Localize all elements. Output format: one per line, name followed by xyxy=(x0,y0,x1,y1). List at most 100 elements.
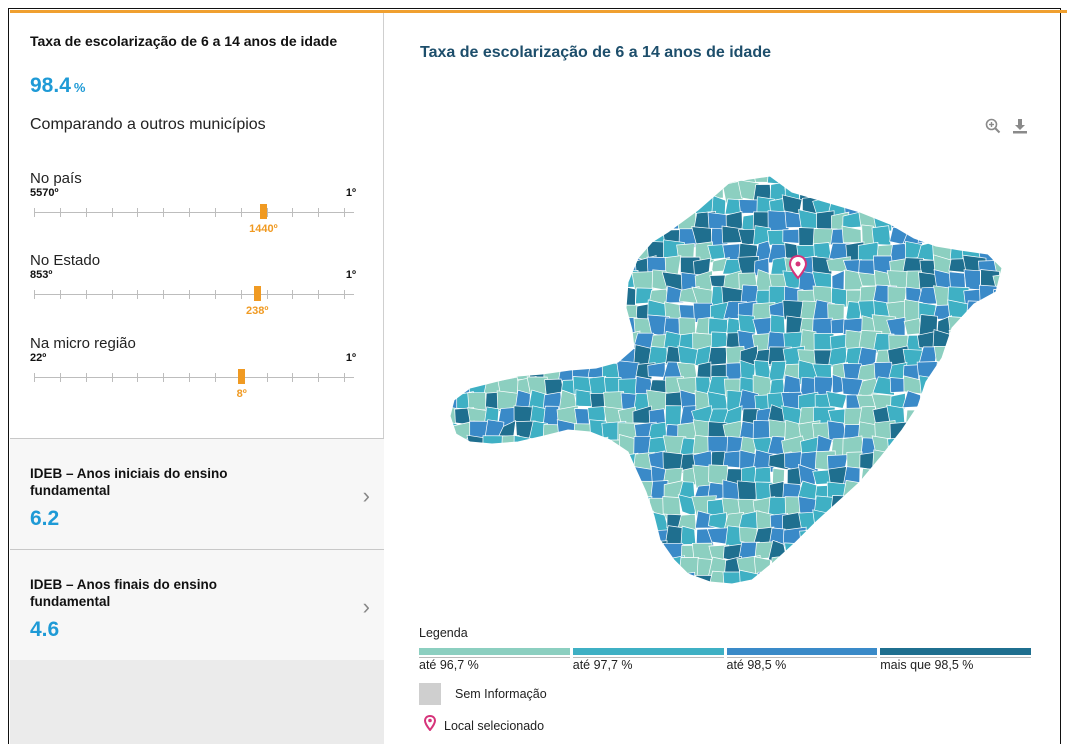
municipality-cell[interactable] xyxy=(573,469,591,485)
municipality-cell[interactable] xyxy=(561,168,579,187)
municipality-cell[interactable] xyxy=(621,182,641,203)
municipality-cell[interactable] xyxy=(603,168,628,184)
municipality-cell[interactable] xyxy=(961,168,983,183)
municipality-cell[interactable] xyxy=(529,256,552,279)
municipality-cell[interactable] xyxy=(903,179,926,200)
municipality-cell[interactable] xyxy=(541,555,560,576)
municipality-cell[interactable] xyxy=(843,169,863,189)
municipality-cell[interactable] xyxy=(469,304,487,324)
municipality-cell[interactable] xyxy=(872,449,889,472)
municipality-cell[interactable] xyxy=(980,526,997,550)
municipality-cell[interactable] xyxy=(934,539,954,562)
municipality-cell[interactable] xyxy=(993,404,1010,426)
municipality-cell[interactable] xyxy=(512,168,532,188)
municipality-cell[interactable] xyxy=(605,451,623,471)
municipality-cell[interactable] xyxy=(965,360,983,381)
municipality-cell[interactable] xyxy=(499,570,518,588)
municipality-cell[interactable] xyxy=(530,169,551,186)
municipality-cell[interactable] xyxy=(963,452,981,471)
municipality-cell[interactable] xyxy=(857,510,879,535)
municipality-cell[interactable] xyxy=(515,301,535,324)
municipality-cell[interactable] xyxy=(962,316,985,334)
municipality-cell[interactable] xyxy=(886,554,909,576)
municipality-cell[interactable] xyxy=(995,436,1010,459)
municipality-cell[interactable] xyxy=(948,330,965,350)
municipality-cell[interactable] xyxy=(467,211,489,235)
municipality-cell[interactable] xyxy=(498,481,519,501)
municipality-cell[interactable] xyxy=(993,363,1010,383)
municipality-cell[interactable] xyxy=(573,301,592,320)
municipality-cell[interactable] xyxy=(947,423,971,443)
municipality-cell[interactable] xyxy=(962,464,983,485)
municipality-cell[interactable] xyxy=(604,256,626,280)
municipality-cell[interactable] xyxy=(513,273,534,292)
municipality-cell[interactable] xyxy=(828,570,848,588)
municipality-cell[interactable] xyxy=(693,168,712,186)
municipality-cell[interactable] xyxy=(991,542,1010,562)
municipality-cell[interactable] xyxy=(470,541,493,560)
municipality-cell[interactable] xyxy=(619,195,642,219)
municipality-cell[interactable] xyxy=(526,225,551,250)
municipality-cell[interactable] xyxy=(528,495,548,519)
municipality-cell[interactable] xyxy=(918,498,937,517)
municipality-cell[interactable] xyxy=(572,544,595,564)
municipality-cell[interactable] xyxy=(770,570,789,588)
municipality-cell[interactable] xyxy=(526,213,549,231)
municipality-cell[interactable] xyxy=(934,514,952,533)
municipality-cell[interactable] xyxy=(875,572,895,588)
municipality-cell[interactable] xyxy=(587,526,607,550)
municipality-cell[interactable] xyxy=(618,225,636,248)
municipality-cell[interactable] xyxy=(905,540,926,564)
municipality-cell[interactable] xyxy=(440,542,458,560)
municipality-cell[interactable] xyxy=(981,347,997,370)
municipality-cell[interactable] xyxy=(979,361,998,383)
municipality-cell[interactable] xyxy=(602,466,625,484)
municipality-cell[interactable] xyxy=(995,424,1010,441)
municipality-cell[interactable] xyxy=(920,198,938,219)
municipality-cell[interactable] xyxy=(496,286,521,309)
municipality-cell[interactable] xyxy=(440,270,459,292)
municipality-cell[interactable] xyxy=(467,480,492,505)
choropleth-map[interactable] xyxy=(440,168,1010,588)
municipality-cell[interactable] xyxy=(440,480,459,499)
municipality-cell[interactable] xyxy=(916,525,937,551)
municipality-cell[interactable] xyxy=(440,317,459,338)
municipality-cell[interactable] xyxy=(963,391,981,415)
municipality-cell[interactable] xyxy=(454,289,475,304)
municipality-cell[interactable] xyxy=(784,542,807,563)
municipality-cell[interactable] xyxy=(890,392,906,409)
municipality-cell[interactable] xyxy=(558,556,578,574)
municipality-cell[interactable] xyxy=(543,467,563,487)
municipality-cell[interactable] xyxy=(440,211,462,235)
municipality-cell[interactable] xyxy=(542,540,566,560)
municipality-cell[interactable] xyxy=(980,495,1000,520)
municipality-cell[interactable] xyxy=(453,556,474,575)
municipality-cell[interactable] xyxy=(591,270,608,293)
municipality-cell[interactable] xyxy=(588,571,611,588)
municipality-cell[interactable] xyxy=(932,435,953,456)
municipality-cell[interactable] xyxy=(918,572,937,588)
municipality-cell[interactable] xyxy=(512,480,536,503)
municipality-cell[interactable] xyxy=(903,449,922,473)
municipality-cell[interactable] xyxy=(588,466,606,488)
municipality-cell[interactable] xyxy=(947,225,972,246)
municipality-cell[interactable] xyxy=(992,574,1010,588)
municipality-cell[interactable] xyxy=(963,210,987,230)
municipality-cell[interactable] xyxy=(601,527,627,545)
municipality-cell[interactable] xyxy=(572,271,598,290)
municipality-cell[interactable] xyxy=(842,555,864,577)
municipality-cell[interactable] xyxy=(933,554,952,574)
municipality-cell[interactable] xyxy=(995,317,1010,336)
municipality-cell[interactable] xyxy=(992,241,1010,261)
municipality-cell[interactable] xyxy=(543,197,567,215)
municipality-cell[interactable] xyxy=(902,556,926,578)
municipality-cell[interactable] xyxy=(454,360,470,382)
municipality-cell[interactable] xyxy=(558,453,575,472)
municipality-cell[interactable] xyxy=(471,241,492,266)
municipality-cell[interactable] xyxy=(527,240,551,262)
municipality-cell[interactable] xyxy=(558,226,579,246)
municipality-cell[interactable] xyxy=(963,510,983,532)
municipality-cell[interactable] xyxy=(588,540,607,560)
municipality-cell[interactable] xyxy=(451,450,473,474)
municipality-cell[interactable] xyxy=(440,449,462,469)
